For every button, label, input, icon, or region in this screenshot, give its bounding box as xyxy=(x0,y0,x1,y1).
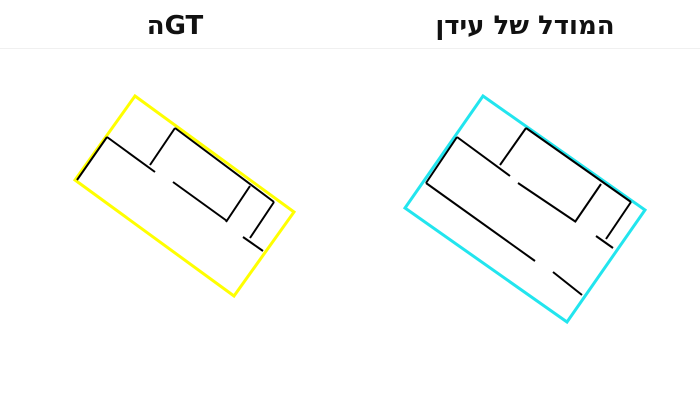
gt-wall xyxy=(249,201,275,239)
model-walls xyxy=(425,127,632,296)
gt-wall xyxy=(106,136,156,173)
model-wall xyxy=(552,271,583,296)
model-wall xyxy=(574,183,602,223)
model-wall xyxy=(499,127,527,166)
model-panel: המודל של עידן xyxy=(350,0,700,400)
gt-floorplan xyxy=(72,93,297,299)
model-wall xyxy=(525,127,632,203)
model-floorplan xyxy=(402,93,648,325)
model-room-outline xyxy=(402,93,648,325)
gt-panel-title: הGT xyxy=(146,11,204,41)
gt-wall xyxy=(225,185,251,223)
header-divider xyxy=(0,48,700,49)
gt-walls xyxy=(76,127,275,252)
gt-panel: הGT xyxy=(72,11,297,299)
model-wall xyxy=(605,201,632,240)
model-wall xyxy=(425,136,458,184)
gt-wall xyxy=(76,136,108,181)
gt-wall xyxy=(172,181,228,222)
model-wall xyxy=(517,182,577,223)
gt-wall xyxy=(174,127,275,203)
model-panel-title: המודל של עידן xyxy=(435,11,615,41)
model-wall xyxy=(595,235,614,249)
model-wall xyxy=(456,136,511,177)
gt-wall xyxy=(149,127,176,166)
gt-wall xyxy=(242,236,264,252)
gt-room-outline xyxy=(72,93,297,299)
model-wall xyxy=(425,182,536,262)
